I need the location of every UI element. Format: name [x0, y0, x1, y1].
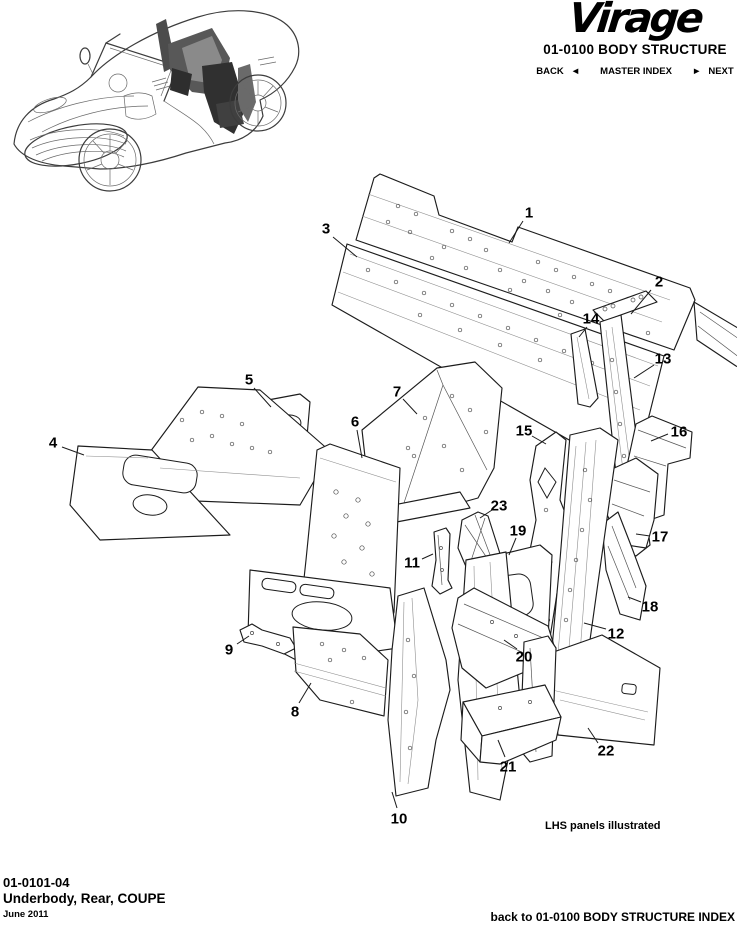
doc-date: June 2011 [3, 909, 49, 920]
callout-number-1: 1 [525, 205, 533, 222]
callout-leader-13 [633, 364, 655, 379]
callout-number-3: 3 [322, 221, 330, 238]
callout-number-23: 23 [491, 498, 508, 515]
car-mirror [79, 47, 91, 65]
callout-number-12: 12 [608, 626, 625, 643]
nav-back-arrow-icon[interactable]: ◄ [570, 66, 581, 77]
page-header: Virage 01-0100 BODY STRUCTURE BACK ◄ MAS… [535, 0, 735, 77]
part-10-shape [387, 587, 451, 797]
doc-number: 01-0101-04 [3, 875, 70, 890]
part-18-shape [601, 511, 647, 621]
car-headlight [33, 96, 67, 114]
callout-leader-1 [508, 220, 524, 244]
callout-number-19: 19 [510, 523, 527, 540]
car-rear-wheel [229, 74, 287, 132]
callout-leader-9 [236, 635, 250, 645]
callout-number-11: 11 [404, 555, 420, 572]
nav-next-link[interactable]: NEXT [708, 66, 734, 77]
callout-leader-2 [630, 289, 652, 315]
callout-leader-19 [508, 537, 517, 556]
callout-number-14: 14 [583, 311, 600, 328]
part-21-shape [460, 684, 562, 765]
footer-left: 01-0101-04 Underbody, Rear, COUPE June 2… [3, 875, 166, 923]
car-overview-figure [13, 10, 300, 192]
callout-leader-7 [402, 398, 418, 415]
nav-master-index-link[interactable]: MASTER INDEX [600, 66, 672, 77]
doc-title: Underbody, Rear, COUPE [3, 891, 166, 906]
callout-number-17: 17 [652, 529, 669, 546]
car-front-wheel [78, 128, 142, 192]
callout-leader-20 [503, 639, 518, 650]
callout-number-9: 9 [225, 642, 233, 659]
callout-leader-12 [583, 622, 607, 630]
callout-leader-3 [332, 236, 358, 258]
callout-number-6: 6 [351, 414, 359, 431]
callout-number-21: 21 [500, 759, 517, 776]
callout-leader-21 [497, 739, 506, 758]
lhs-note: LHS panels illustrated [545, 820, 661, 832]
callout-number-22: 22 [598, 743, 615, 760]
callout-leader-17 [635, 533, 651, 537]
callout-leader-11 [421, 553, 434, 560]
part-8-shape [292, 626, 389, 717]
callout-number-4: 4 [49, 435, 58, 452]
part-11-shape [431, 527, 453, 595]
callout-number-2: 2 [655, 274, 663, 291]
callout-leader-14 [578, 326, 588, 338]
callout-leader-4 [61, 446, 85, 456]
callout-number-15: 15 [516, 423, 533, 440]
car-steering-wheel [108, 73, 128, 93]
callout-number-16: 16 [671, 424, 688, 441]
callout-leader-22 [587, 727, 599, 744]
callout-number-13: 13 [655, 351, 672, 368]
callout-leader-5 [253, 387, 272, 408]
callout-leader-18 [627, 596, 642, 603]
callout-leader-10 [391, 791, 398, 809]
section-title: 01-0100 BODY STRUCTURE [543, 42, 727, 57]
callout-number-5: 5 [245, 372, 253, 389]
callout-leader-16 [650, 433, 669, 442]
callout-number-8: 8 [291, 704, 299, 721]
car-highlighted-structure [156, 19, 256, 134]
callout-leader-6 [356, 429, 363, 459]
callout-number-20: 20 [516, 649, 533, 666]
nav-back-link[interactable]: BACK [536, 66, 564, 77]
part-2-shape [592, 290, 658, 322]
callout-leader-15 [531, 435, 547, 445]
part-4-shape [69, 386, 332, 541]
header-nav: BACK ◄ MASTER INDEX ► NEXT [535, 66, 735, 77]
nav-next-arrow-icon[interactable]: ► [691, 66, 702, 77]
car-hood-vent [151, 77, 171, 91]
back-to-index-link[interactable]: back to 01-0100 BODY STRUCTURE INDEX [490, 910, 735, 924]
callout-number-10: 10 [391, 811, 408, 828]
callout-number-18: 18 [642, 599, 659, 616]
callout-leader-23 [479, 509, 493, 519]
callout-number-7: 7 [393, 384, 401, 401]
callout-leader-8 [298, 682, 312, 704]
part-14-shape [570, 328, 599, 408]
